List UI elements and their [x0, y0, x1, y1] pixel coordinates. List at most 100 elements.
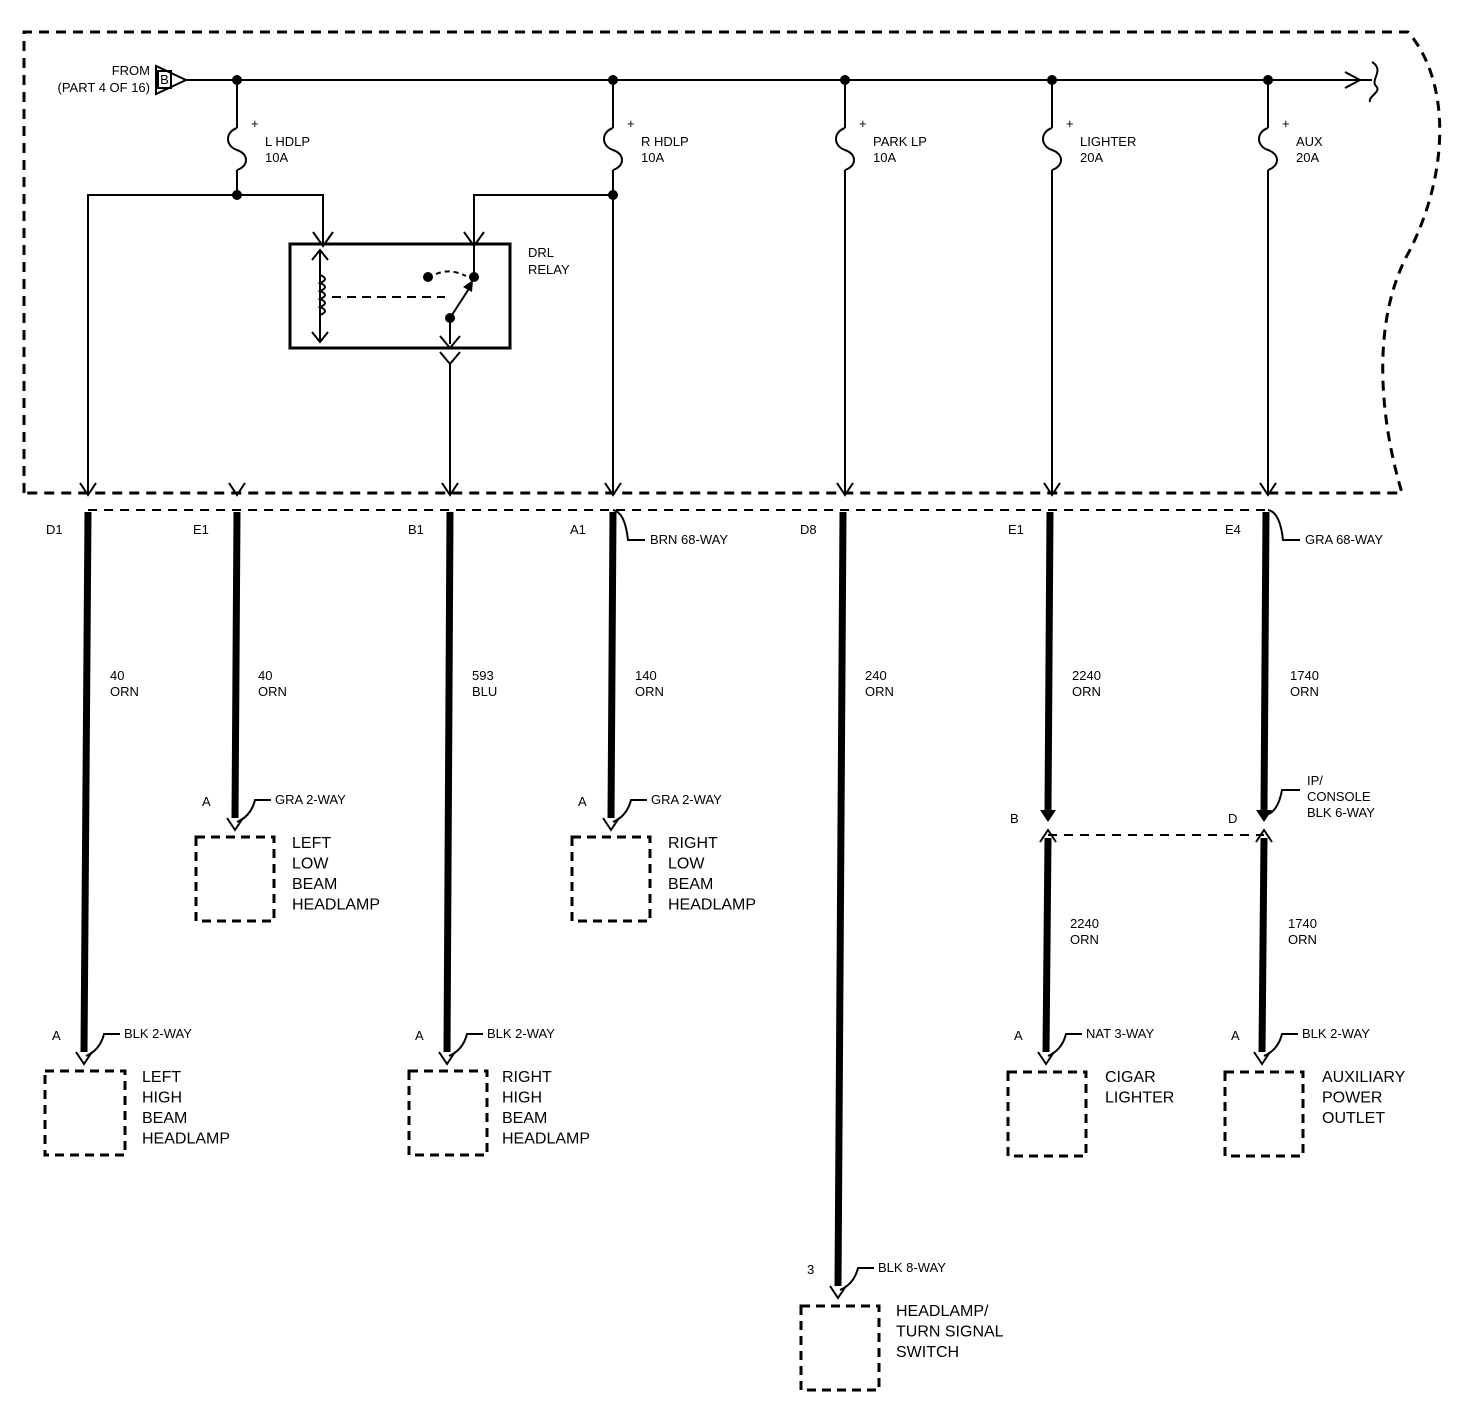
fuse-rating-0: 10A — [265, 150, 288, 165]
wire-lower-color-1: ORN — [1288, 932, 1317, 947]
fuse-rating-4: 20A — [1296, 150, 1319, 165]
arrow-6 — [1259, 482, 1277, 497]
pin-2: B1 — [408, 522, 424, 537]
cigar-name-0: CIGAR — [1105, 1069, 1156, 1086]
right_low-pin: A — [578, 794, 587, 809]
left_high-connector: BLK 2-WAY — [124, 1026, 192, 1041]
wire-circuit-1: 40 — [258, 668, 272, 683]
left_high-component-box — [43, 1069, 127, 1157]
relay-contact-feed — [473, 194, 613, 244]
left_high-name-0: LEFT — [142, 1069, 181, 1086]
gra-68-way: GRA 68-WAY — [1305, 532, 1383, 547]
switch-pin: 3 — [807, 1262, 814, 1277]
wire-lower-circuit-0: 2240 — [1070, 916, 1099, 931]
fuse-block-outline — [22, 30, 1442, 495]
fuse-name-4: AUX — [1296, 134, 1323, 149]
fuse-plus-2: + — [859, 116, 867, 131]
source-indicator: FROM (PART 4 OF 16) B — [58, 63, 189, 96]
left_high-name-2: BEAM — [142, 1110, 187, 1127]
left_low-pin: A — [202, 794, 211, 809]
wire-circuit-4: 240 — [865, 668, 887, 683]
fuse-name-3: LIGHTER — [1080, 134, 1136, 149]
relay-coil-feed — [237, 194, 324, 244]
right_high-name-0: RIGHT — [502, 1069, 552, 1086]
right_high-component-box — [407, 1069, 489, 1157]
device-cigar: A NAT 3-WAY CIGAR LIGHTER — [1006, 1026, 1174, 1158]
right_low-name-0: RIGHT — [668, 835, 718, 852]
cigar-component-box — [1006, 1070, 1088, 1158]
bus-break — [1368, 61, 1379, 103]
wire-circuit-5: 2240 — [1072, 668, 1101, 683]
fuse-plus-4: + — [1282, 116, 1290, 131]
right_high-name-1: HIGH — [502, 1090, 542, 1107]
cigar-connector: NAT 3-WAY — [1086, 1026, 1154, 1041]
fuse-rating-2: 10A — [873, 150, 896, 165]
wire-color-3: ORN — [635, 684, 664, 699]
right_high-name-2: BEAM — [502, 1110, 547, 1127]
relay-box — [288, 242, 512, 350]
brn-68-way: BRN 68-WAY — [650, 532, 728, 547]
wire-color-5: ORN — [1072, 684, 1101, 699]
source-symbol-box — [157, 70, 172, 89]
bus-arrow — [1344, 71, 1363, 89]
wire-color-1: ORN — [258, 684, 287, 699]
arrow-3 — [604, 482, 622, 497]
right_high-pin: A — [415, 1028, 424, 1043]
right_low-connector: GRA 2-WAY — [651, 792, 722, 807]
arrow-2 — [441, 482, 459, 497]
brn-leader — [612, 509, 645, 541]
pin-3: A1 — [570, 522, 586, 537]
harness-wires — [80, 511, 1270, 1287]
left_high-name-1: HIGH — [142, 1090, 182, 1107]
arrow-5 — [1043, 482, 1061, 497]
ip-label-3: BLK 6-WAY — [1307, 805, 1375, 820]
switch-component-box — [799, 1304, 881, 1392]
left_low-name-0: LEFT — [292, 835, 331, 852]
switch-name-0: HEADLAMP/ — [896, 1303, 989, 1320]
left_low-name-2: BEAM — [292, 876, 337, 893]
left_high-name-3: HEADLAMP — [142, 1131, 230, 1148]
wire-lower-circuit-1: 1740 — [1288, 916, 1317, 931]
fuse-rating-3: 20A — [1080, 150, 1103, 165]
aux_outlet-name-1: POWER — [1322, 1090, 1382, 1107]
pin-4: D8 — [800, 522, 817, 537]
aux_outlet-name-2: OUTLET — [1322, 1110, 1385, 1127]
left_low-component-box — [194, 835, 276, 923]
relay-label-1: DRL — [528, 245, 554, 260]
cigar-pin: A — [1014, 1028, 1023, 1043]
wire-circuit-0: 40 — [110, 668, 124, 683]
source-symbol: B — [160, 72, 169, 87]
connector-arrows — [79, 482, 1277, 497]
pin-6: E4 — [1225, 522, 1241, 537]
right_low-name-3: HEADLAMP — [668, 897, 756, 914]
aux_outlet-connector: BLK 2-WAY — [1302, 1026, 1370, 1041]
d1-feed — [87, 194, 237, 493]
pin-5: E1 — [1008, 522, 1024, 537]
pin-1: E1 — [193, 522, 209, 537]
left_low-name-3: HEADLAMP — [292, 897, 380, 914]
right_low-component-box — [570, 835, 652, 923]
drl-relay: DRL RELAY — [288, 231, 570, 366]
aux_outlet-name-0: AUXILIARY — [1322, 1069, 1406, 1086]
switch-name-1: TURN SIGNAL — [896, 1324, 1004, 1341]
aux_outlet-pin: A — [1231, 1028, 1240, 1043]
arrow-1 — [228, 482, 246, 497]
ip-label-1: IP/ — [1307, 773, 1323, 788]
cigar-name-1: LIGHTER — [1105, 1090, 1174, 1107]
ip-pin-d: D — [1228, 811, 1237, 826]
wire-color-2: BLU — [472, 684, 497, 699]
fuse-name-2: PARK LP — [873, 134, 927, 149]
wire-lower-color-0: ORN — [1070, 932, 1099, 947]
wire-circuit-6: 1740 — [1290, 668, 1319, 683]
